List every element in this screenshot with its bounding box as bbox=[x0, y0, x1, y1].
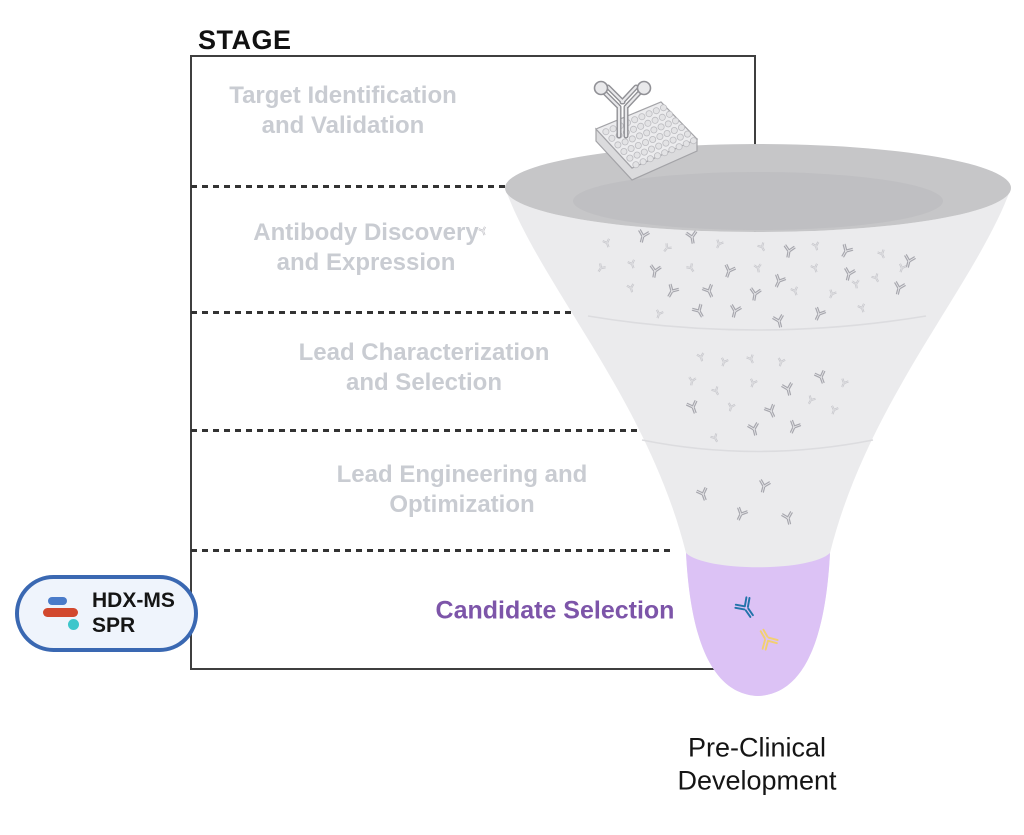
antibody-icon bbox=[857, 303, 868, 314]
antibody-icon bbox=[896, 263, 907, 274]
antibody-icon bbox=[763, 403, 780, 420]
stage-divider-4 bbox=[191, 549, 673, 552]
antibody-icon bbox=[756, 478, 772, 494]
antibody-icon bbox=[870, 272, 882, 284]
antibody-icon bbox=[828, 405, 839, 416]
antibody-icon bbox=[891, 280, 907, 296]
methods-badge: HDX-MS SPR bbox=[15, 575, 198, 652]
antibody-icon bbox=[810, 263, 821, 274]
antibody-icon bbox=[813, 369, 829, 386]
blue-bar-icon bbox=[48, 596, 67, 605]
antibody-icon bbox=[756, 241, 768, 253]
stage-label-lead-characterization: Lead Characterization and Selection bbox=[298, 338, 550, 396]
antibody-icon bbox=[770, 273, 787, 290]
antibody-icon bbox=[782, 244, 796, 259]
antibody-icon bbox=[805, 394, 817, 406]
red-bar-icon bbox=[43, 607, 78, 617]
antibody-icon bbox=[838, 377, 850, 389]
antibody-icon bbox=[841, 266, 857, 282]
methods-badge-labels: HDX-MS SPR bbox=[92, 589, 175, 637]
antibody-icon bbox=[901, 253, 917, 269]
stage-label-target-identification: Target Identification and Validation bbox=[229, 81, 457, 139]
antibody-icon bbox=[790, 286, 801, 297]
antibody-icon bbox=[876, 248, 888, 260]
stage-label-antibody-discovery: Antibody Discovery and Expression bbox=[253, 218, 479, 276]
badge-label-hdxms: HDX-MS bbox=[92, 589, 175, 613]
stage-label-candidate-selection: Candidate Selection bbox=[435, 596, 675, 625]
stage-label-lead-engineering: Lead Engineering and Optimization bbox=[336, 460, 588, 518]
antibody-icon bbox=[785, 419, 802, 436]
antibody-icon bbox=[837, 243, 854, 260]
antibody-icon bbox=[810, 306, 827, 323]
antibody-icon bbox=[776, 357, 786, 368]
antibody-icon bbox=[851, 279, 861, 290]
stage-divider-3 bbox=[191, 429, 644, 432]
antibody-icon bbox=[753, 625, 780, 652]
stage-divider-1 bbox=[191, 185, 505, 188]
badge-label-spr: SPR bbox=[92, 613, 136, 637]
teal-dot-icon bbox=[68, 618, 79, 630]
antibody-icon bbox=[780, 510, 796, 526]
stage-divider-2 bbox=[191, 311, 589, 314]
antibody-icon bbox=[811, 241, 821, 252]
antibody-icon bbox=[826, 288, 838, 300]
hdx-spr-icon bbox=[43, 596, 81, 632]
antibody-icon bbox=[780, 381, 796, 397]
outcome-label: Pre-Clinical Development bbox=[677, 732, 837, 796]
antibody-icon bbox=[771, 313, 787, 329]
page-title: STAGE bbox=[198, 25, 292, 55]
